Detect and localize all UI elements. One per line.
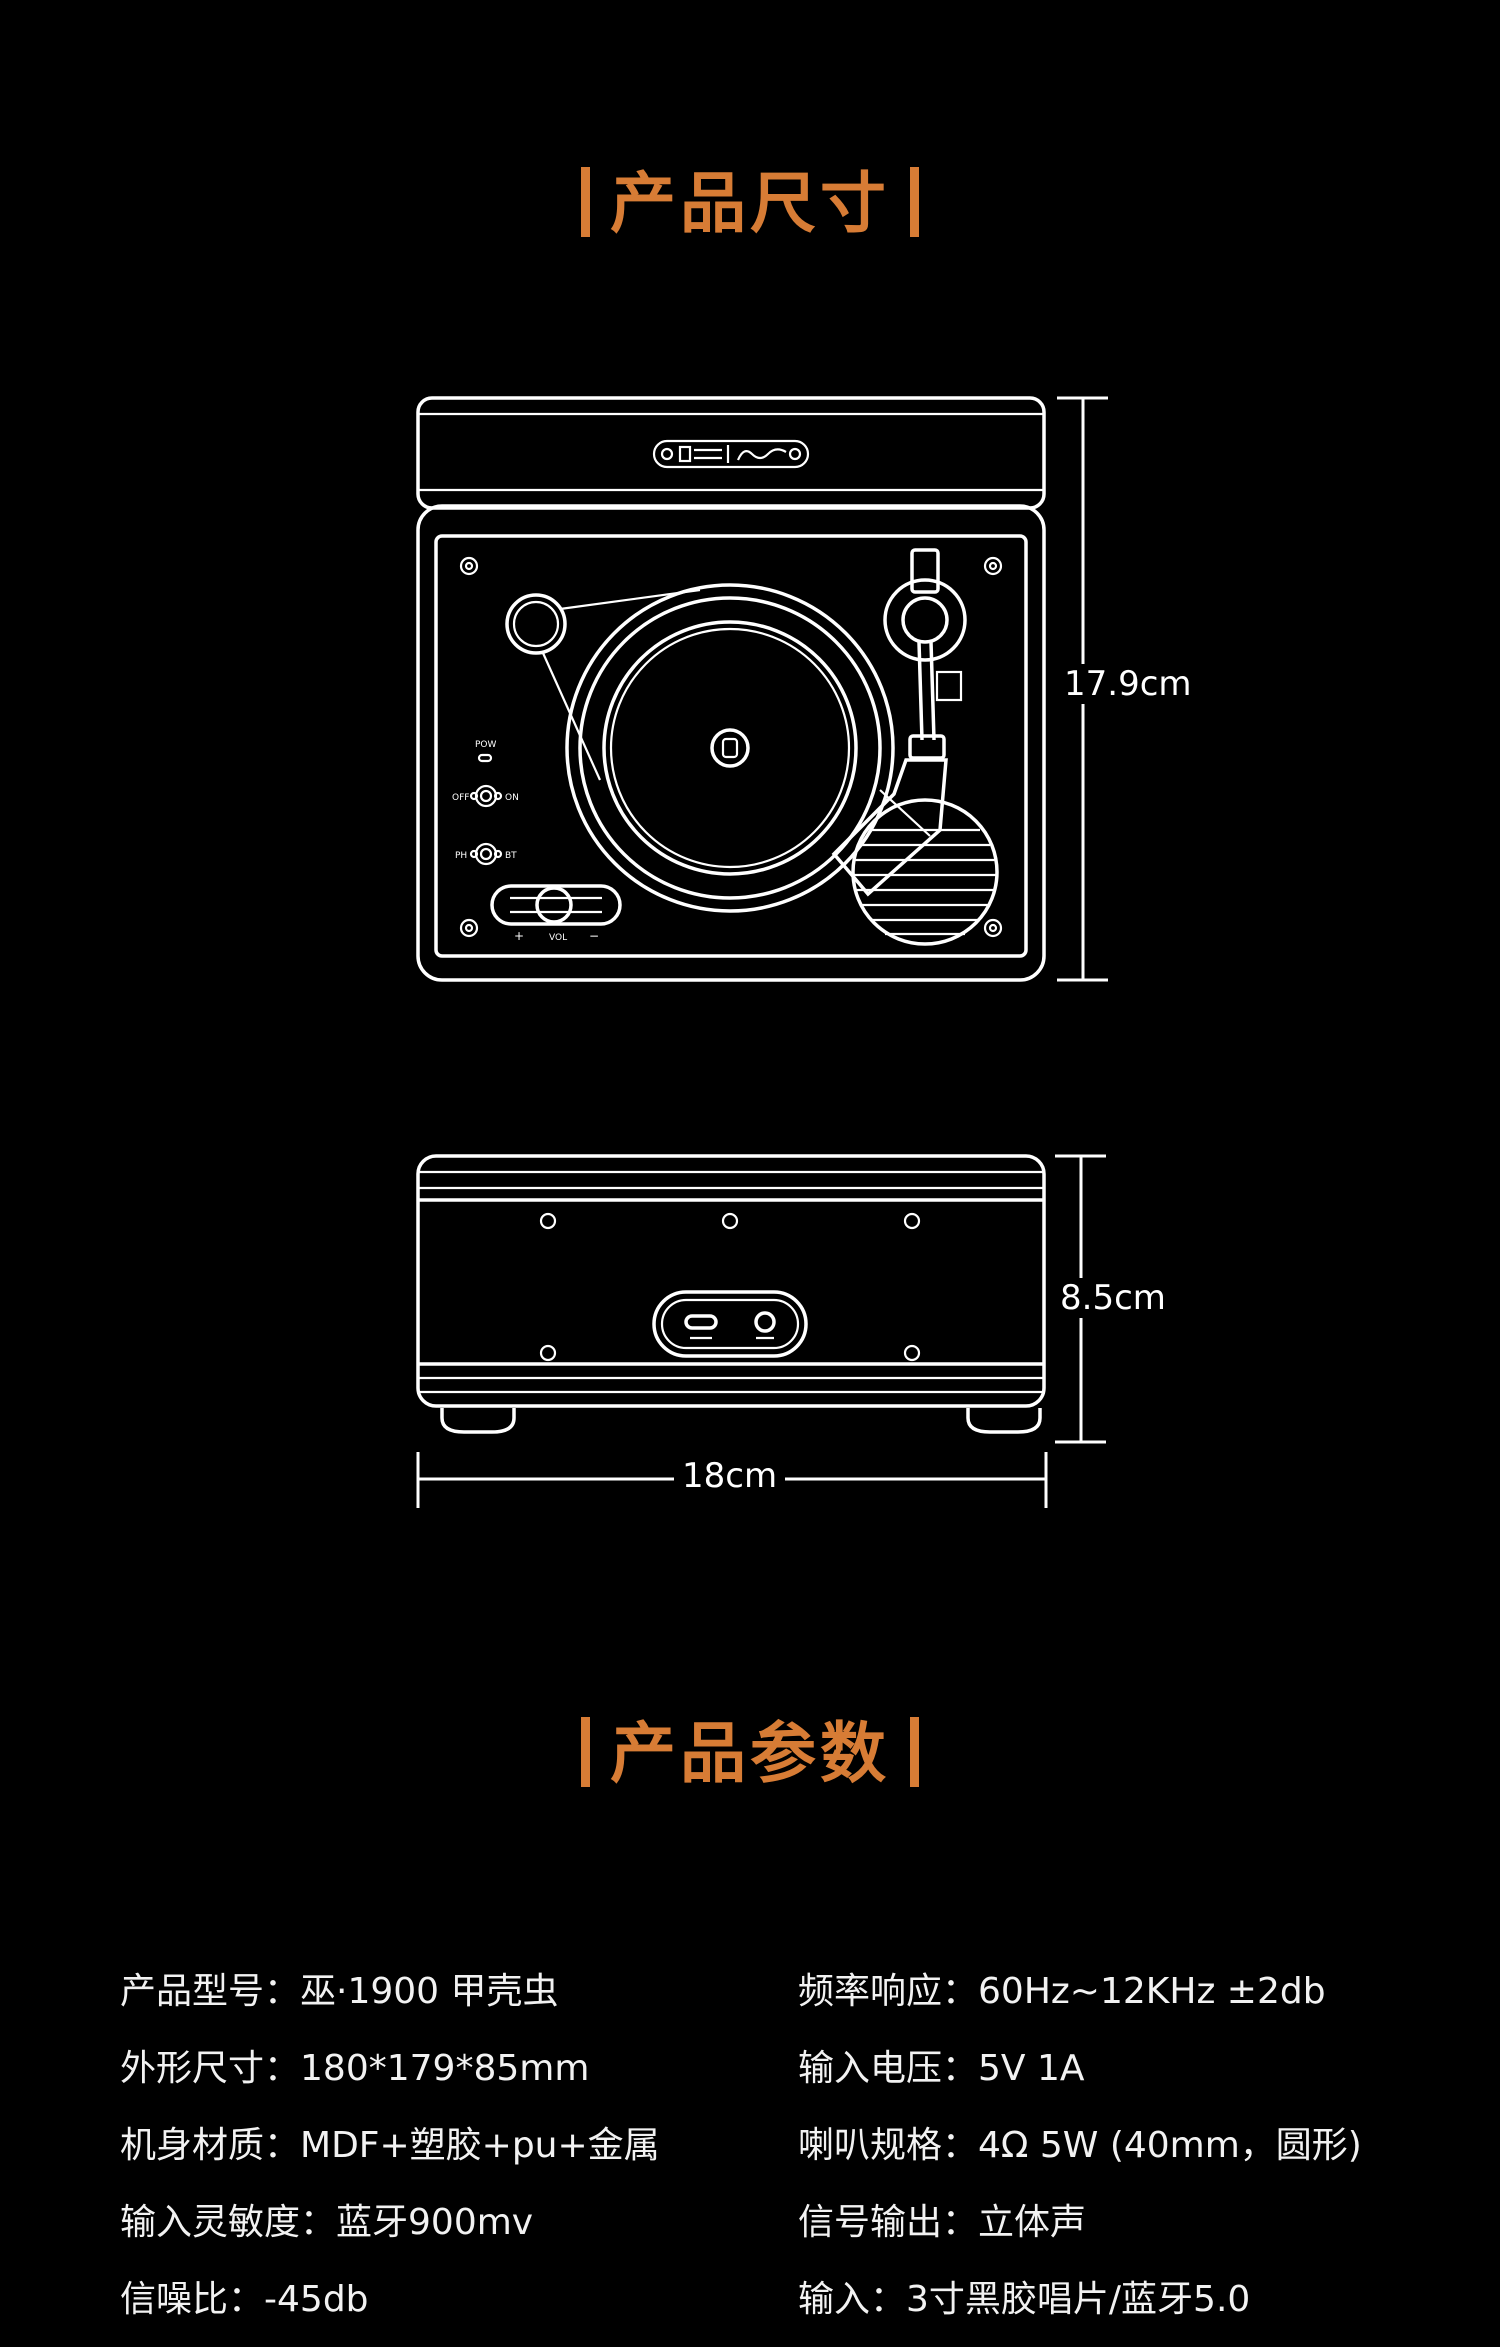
spec-label: 机身材质： [120,2125,301,2166]
spec-label: 产品型号： [120,1971,301,2012]
vol-label: VOL [549,933,567,943]
turntable-platter [565,583,895,913]
spec-value: 蓝牙900mv [336,2202,534,2243]
audio-jack [754,1311,776,1333]
volume-knob [535,886,573,924]
volume-slider: + VOL − [490,884,622,943]
vol-minus-label: − [589,929,599,943]
spec-row: 输入电压：5V 1A [798,2039,1362,2116]
speaker-grille [851,798,999,946]
front-body [416,1154,1046,1408]
height-dimension-label: 17.9cm [1056,664,1200,704]
spec-label: 信号输出： [798,2202,979,2243]
spindle [710,728,750,768]
on-label: ON [505,793,519,803]
spec-row: 频率响应：60Hz~12KHz ±2db [798,1962,1362,2039]
bt-label: BT [505,851,517,861]
spec-value: 4Ω 5W (40mm，圆形) [978,2125,1362,2166]
top-panel [434,534,1028,958]
corner-screws [459,556,1003,938]
spec-row: 产品型号：巫·1900 甲壳虫 [120,1962,660,2039]
spec-value: 180*179*85mm [300,2048,590,2089]
spec-label: 输入： [798,2279,907,2320]
product-line-drawing: POW OFF ON PH BT + VOL − [416,396,1108,1508]
off-label: OFF [452,793,469,803]
tonearm [831,548,967,897]
spec-value: 3寸黑胶唱片/蓝牙5.0 [906,2279,1251,2320]
spec-row: 信噪比：-45db [120,2270,660,2347]
spec-row: 外形尺寸：180*179*85mm [120,2039,660,2116]
main-body [416,504,1046,982]
spec-label: 输入灵敏度： [120,2202,337,2243]
vol-plus-label: + [514,929,524,943]
spec-label: 频率响应： [798,1971,979,2012]
spec-row: 输入：3寸黑胶唱片/蓝牙5.0 [798,2270,1362,2347]
spec-row: 信号输出：立体声 [798,2193,1362,2270]
spec-label: 喇叭规格： [798,2125,979,2166]
spec-value: MDF+塑胶+pu+金属 [300,2125,660,2166]
spec-label: 外形尺寸： [120,2048,301,2089]
spec-value: 5V 1A [978,2048,1085,2089]
left-foot [440,1408,516,1434]
spec-value: 60Hz~12KHz ±2db [978,1971,1326,2012]
lid-strip [416,396,1046,510]
control-switches: POW OFF ON PH BT [452,740,519,866]
title-bar-right [910,166,919,237]
spec-list-left: 产品型号：巫·1900 甲壳虫 外形尺寸：180*179*85mm 机身材质：M… [120,1962,660,2347]
title-bar-left [581,1716,590,1787]
section-title-text: 产品尺寸 [610,165,890,242]
pow-label: POW [475,740,497,750]
spec-row: 喇叭规格：4Ω 5W (40mm，圆形) [798,2116,1362,2193]
ph-label: PH [455,851,467,861]
title-bar-right [910,1716,919,1787]
width-dimension-label: 18cm [674,1456,786,1496]
spec-row: 输入灵敏度：蓝牙900mv [120,2193,660,2270]
top-view-drawing: POW OFF ON PH BT + VOL − [416,396,1108,982]
section-title-dimensions: 产品尺寸 [0,150,1500,246]
usb-port [684,1314,718,1330]
spec-list-right: 频率响应：60Hz~12KHz ±2db 输入电压：5V 1A 喇叭规格：4Ω … [798,1962,1362,2347]
right-foot [966,1408,1042,1434]
motor-pulley [505,593,567,655]
spec-value: 巫·1900 甲壳虫 [300,1971,559,2012]
section-title-text: 产品参数 [610,1715,890,1792]
spec-label: 输入电压： [798,2048,979,2089]
io-port-panel [652,1290,808,1358]
spec-label: 信噪比： [120,2279,265,2320]
spec-row: 机身材质：MDF+塑胶+pu+金属 [120,2116,660,2193]
title-bar-left [581,166,590,237]
spec-value: 立体声 [978,2202,1087,2243]
spec-value: -45db [264,2279,369,2320]
logo-plate [652,439,810,469]
depth-dimension-label: 8.5cm [1052,1278,1174,1318]
section-title-params: 产品参数 [0,1700,1500,1796]
